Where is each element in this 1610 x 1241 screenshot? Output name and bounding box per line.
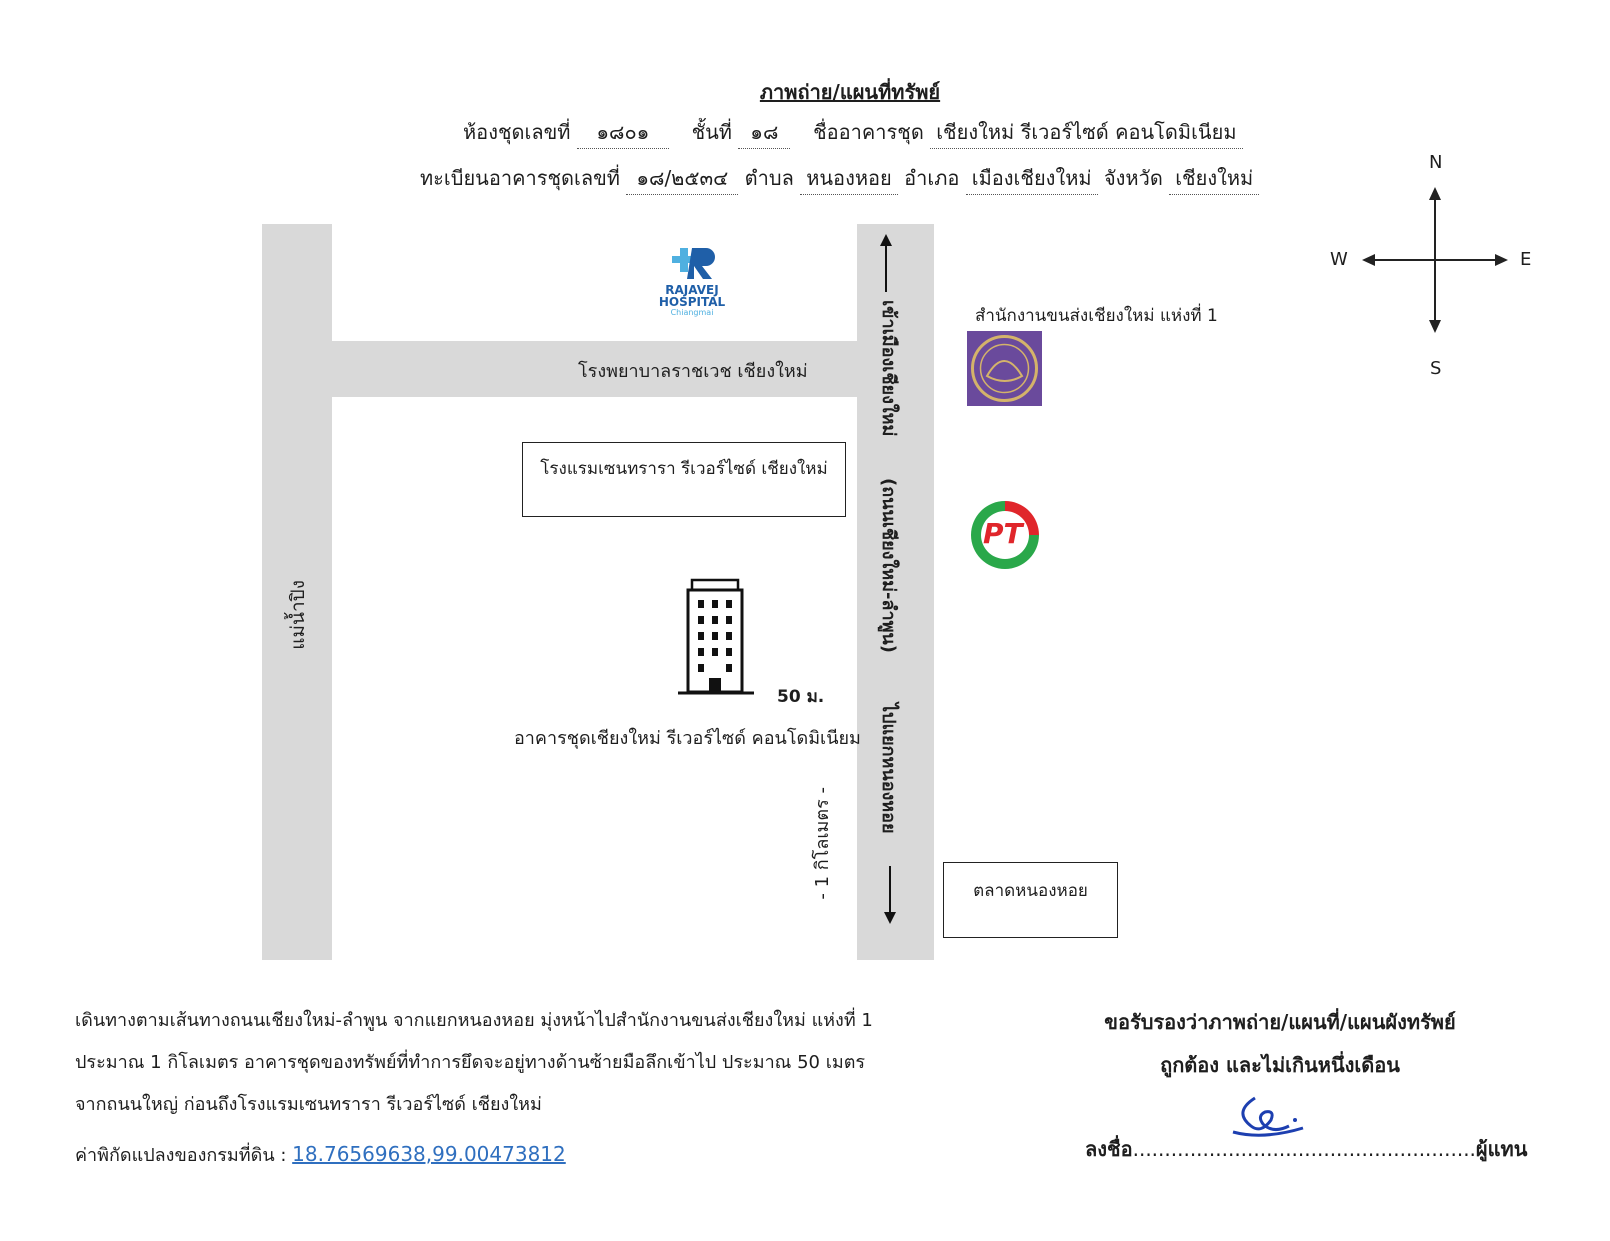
- condo-building-icon: [678, 578, 758, 698]
- certification-line-1: ขอรับรองว่าภาพถ่าย/แผนที่/แผนผังทรัพย์: [1104, 1010, 1456, 1034]
- compass-arrows-icon: [1362, 187, 1508, 333]
- hospital-logo-line1: RAJAVEJ: [665, 283, 719, 297]
- market-label: ตลาดหนองหอย: [973, 880, 1088, 901]
- coordinate-line: ค่าพิกัดแปลงของกรมที่ดิน : 18.76569638,9…: [75, 1140, 566, 1169]
- signature-dots: ........................................…: [1132, 1137, 1476, 1161]
- pt-station-logo: PT: [967, 497, 1043, 573]
- district-value: เมืองเชียงใหม่: [965, 162, 1098, 195]
- pt-logo-text: PT: [983, 517, 1023, 550]
- hospital-logo-line3: Chiangmai: [670, 308, 714, 317]
- room-number: ๑๘๐๑: [576, 116, 669, 149]
- subdistrict-label: ตำบล: [744, 166, 794, 190]
- room-info-line: ห้องชุดเลขที่ ๑๘๐๑ ชั้นที่ ๑๘ ชื่ออาคารช…: [463, 116, 1243, 149]
- compass-north-label: N: [1429, 152, 1443, 173]
- compass-rose: N S W E: [1330, 150, 1532, 380]
- river-road: [262, 224, 332, 960]
- rajavej-hospital-logo: RAJAVEJ HOSPITAL Chiangmai: [652, 244, 732, 318]
- hospital-road-label: โรงพยาบาลราชเวช เชียงใหม่: [578, 361, 808, 382]
- hotel-label: โรงแรมเซนทรารา รีเวอร์ไซด์ เชียงใหม่: [540, 459, 828, 479]
- main-road-label-top: เข้าเมืองเชียงใหม่: [878, 300, 899, 437]
- signature-line: ลงชื่อ..................................…: [1085, 1133, 1527, 1165]
- compass-west-label: W: [1330, 249, 1348, 270]
- hotel-box: โรงแรมเซนทรารา รีเวอร์ไซด์ เชียงใหม่: [522, 442, 846, 517]
- main-road-label-middle: (ถนนเชียงใหม่-ลำพูน): [878, 478, 899, 653]
- page-title: ภาพถ่าย/แผนที่ทรัพย์: [759, 80, 941, 104]
- signature-icon: [1232, 1096, 1304, 1137]
- coordinate-link[interactable]: 18.76569638,99.00473812: [292, 1142, 566, 1166]
- hospital-logo-line2: HOSPITAL: [658, 295, 726, 309]
- condo-label: อาคารชุดเชียงใหม่ รีเวอร์ไซด์ คอนโดมิเนี…: [514, 728, 861, 749]
- province-label: จังหวัด: [1103, 166, 1163, 190]
- arrow-up-icon: [880, 234, 892, 292]
- floor-label: ชั้นที่: [691, 120, 732, 144]
- registration-label: ทะเบียนอาคารชุดเลขที่: [420, 166, 620, 190]
- pt-logo-icon: [971, 501, 1039, 569]
- subdistrict-value: หนองหอย: [800, 162, 898, 195]
- province-value: เชียงใหม่: [1169, 162, 1260, 195]
- certification-line-2: ถูกต้อง และไม่เกินหนึ่งเดือน: [1160, 1053, 1400, 1077]
- main-road: [857, 224, 934, 960]
- district-label: อำเภอ: [904, 166, 960, 190]
- signature-label: ลงชื่อ: [1085, 1137, 1133, 1161]
- registration-number: ๑๘/๒๕๓๔: [626, 162, 739, 195]
- coordinate-label: ค่าพิกัดแปลงของกรมที่ดิน :: [75, 1145, 287, 1166]
- hospital-cross-icon: [672, 248, 715, 279]
- main-road-label-bottom: ไปแยกหนองหอย: [878, 703, 899, 834]
- signature-suffix: ผู้แทน: [1475, 1137, 1528, 1161]
- room-label: ห้องชุดเลขที่: [463, 120, 571, 144]
- route-description: เดินทางตามเส้นทางถนนเชียงใหม่-ลำพูน จากแ…: [75, 1010, 873, 1115]
- market-box: ตลาดหนองหอย: [943, 862, 1118, 938]
- distance-km-label: - 1 กิโลเมตร -: [812, 787, 833, 900]
- transport-office-seal-icon: [967, 331, 1042, 406]
- building-name: เชียงใหม่ รีเวอร์ไซด์ คอนโดมิเนียม: [930, 116, 1243, 149]
- compass-east-label: E: [1520, 249, 1532, 270]
- arrow-down-icon: [884, 866, 896, 924]
- hospital-side-road: [332, 341, 857, 397]
- river-label: แม่น้ำปิง: [287, 580, 309, 650]
- transport-office-label: สำนักงานขนส่งเชียงใหม่ แห่งที่ 1: [975, 306, 1218, 326]
- building-distance-label: 50 ม.: [777, 687, 825, 707]
- floor-number: ๑๘: [738, 116, 791, 149]
- compass-south-label: S: [1430, 358, 1442, 379]
- registration-info-line: ทะเบียนอาคารชุดเลขที่ ๑๘/๒๕๓๔ ตำบล หนองห…: [420, 162, 1260, 195]
- building-label: ชื่ออาคารชุด: [813, 120, 924, 144]
